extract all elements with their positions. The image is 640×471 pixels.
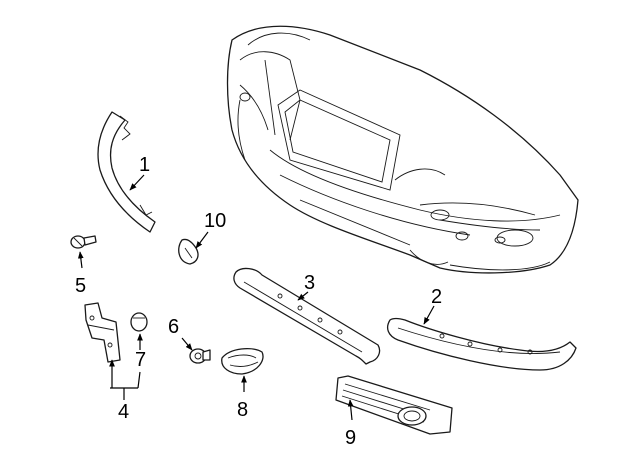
callout-labels: 1 2 3 4 5 6 7 8 9 10 bbox=[75, 154, 442, 449]
leader-lines bbox=[77, 174, 435, 421]
leader-7-join bbox=[137, 371, 141, 389]
callout-2: 2 bbox=[431, 286, 442, 308]
part-3-center-strip bbox=[233, 267, 381, 365]
part-2-right-molding bbox=[387, 317, 577, 371]
leader-10 bbox=[195, 231, 209, 249]
part-5-bolt bbox=[70, 235, 97, 249]
part-7-push-clip bbox=[130, 312, 148, 332]
callout-6: 6 bbox=[168, 316, 179, 338]
callout-1: 1 bbox=[139, 154, 150, 176]
callout-7: 7 bbox=[135, 349, 146, 371]
part-10-clip bbox=[178, 238, 199, 265]
part-1-side-molding bbox=[97, 111, 156, 233]
callout-8: 8 bbox=[237, 399, 248, 421]
leader-5 bbox=[77, 251, 84, 269]
callout-4: 4 bbox=[118, 401, 129, 423]
part-6-nut bbox=[189, 348, 211, 364]
part-8-lamp-bracket bbox=[221, 347, 264, 375]
leader-9 bbox=[347, 399, 354, 421]
callout-10: 10 bbox=[204, 210, 226, 232]
callout-5: 5 bbox=[75, 275, 86, 297]
part-9-grille bbox=[335, 375, 453, 435]
callout-9: 9 bbox=[345, 427, 356, 449]
leader-2 bbox=[423, 305, 435, 325]
part-4-bracket bbox=[84, 302, 121, 363]
leader-6 bbox=[181, 337, 193, 351]
leader-3 bbox=[297, 291, 309, 301]
callout-3: 3 bbox=[304, 272, 315, 294]
leader-1 bbox=[129, 174, 145, 191]
bumper-cover bbox=[226, 25, 579, 274]
